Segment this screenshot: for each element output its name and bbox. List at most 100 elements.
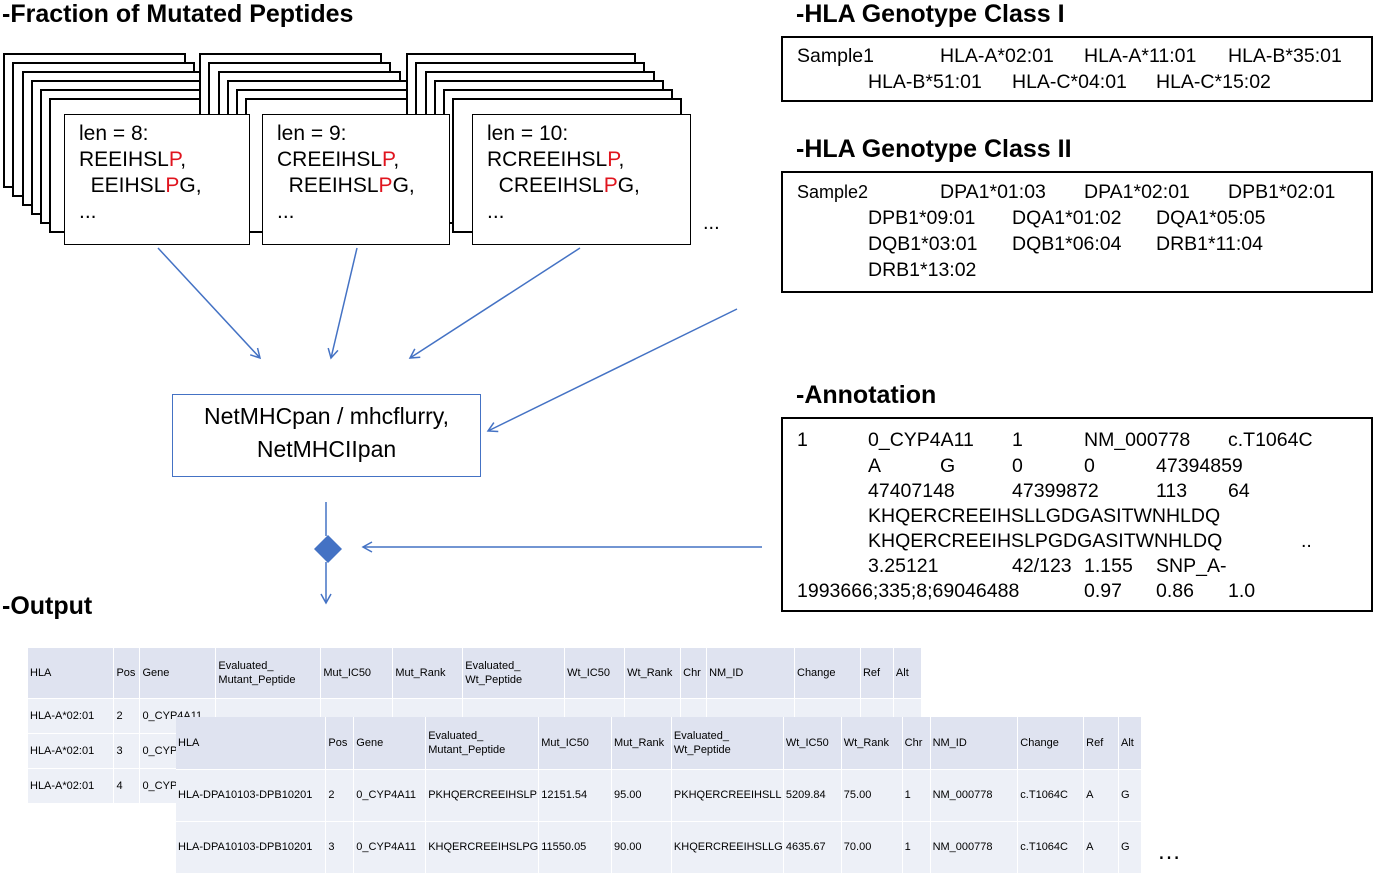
hla-class2-box: Sample2 DPA1*01:03 DPA1*02:01 DPB1*02:01… (781, 171, 1373, 293)
table-cell: 1 (902, 821, 931, 874)
column-header: Change (1017, 717, 1085, 770)
column-header: Mut_IC50 (538, 717, 612, 770)
column-header: Evaluated_ Wt_Peptide (671, 717, 784, 770)
table-cell: 70.00 (841, 821, 903, 874)
arrow-len9-to-tool (327, 247, 358, 360)
table-cell: G (1118, 769, 1143, 822)
wt-sequence: KHQERCREEIHSLLGDGASITWNHLDQ (868, 505, 1221, 527)
hla-allele: HLA-B*35:01 (1228, 45, 1342, 67)
table-cell: 4635.67 (783, 821, 842, 874)
hla-class2-title: -HLA Genotype Class II (796, 135, 1072, 163)
peptide-card-len9: len = 9: CREEIHSLP, REEIHSLPG, ... (262, 114, 450, 245)
annotation-field: 113 (1156, 480, 1188, 502)
table-cell: 5209.84 (783, 769, 842, 822)
arrow-len10-to-tool (408, 247, 581, 359)
annotation-field: 0_CYP4A11 (868, 429, 974, 451)
annotation-field: 47399872 (1012, 480, 1099, 502)
table-cell: 0_CYP4A11 (353, 769, 427, 822)
table-cell: G (1118, 821, 1143, 874)
table-cell: HLA-A*02:01 (28, 698, 115, 734)
annotation-field: 0 (1084, 455, 1095, 477)
column-header: Alt (1118, 717, 1143, 770)
column-header: Mut_Rank (611, 717, 672, 770)
annotation-field: 42/123 (1012, 555, 1072, 577)
hla-allele: HLA-C*15:02 (1156, 71, 1271, 93)
hla-allele: DRB1*11:04 (1156, 233, 1263, 255)
column-header: Wt_IC50 (783, 717, 842, 770)
column-header: Wt_Rank (624, 648, 682, 699)
table-cell: 75.00 (841, 769, 903, 822)
table-cell: 3 (325, 821, 355, 874)
prediction-tool-box: NetMHCpan / mhcflurry, NetMHCIIpan (172, 394, 481, 477)
annotation-field: c.T1064C (1228, 429, 1313, 451)
table-header-row: HLA Pos Gene Evaluated_ Mutant_Peptide M… (176, 717, 1143, 770)
column-header: NM_ID (706, 648, 795, 699)
hla-allele: HLA-C*04:01 (1012, 71, 1127, 93)
column-header: Evaluated_ Mutant_Peptide (425, 717, 540, 770)
annotation-field: 1.155 (1084, 555, 1133, 577)
table-cell: 2 (325, 769, 355, 822)
table-cell: 0_CYP4A11 (353, 821, 427, 874)
annotation-field: 3.25121 (868, 555, 939, 577)
table-cell: KHQERCREEIHSLPG (425, 821, 540, 874)
table-cell: A (1083, 821, 1119, 874)
hla-allele: DQA1*05:05 (1156, 207, 1266, 229)
table-cell: KHQERCREEIHSLLG (671, 821, 784, 874)
output-title: -Output (2, 592, 93, 620)
column-header: NM_ID (930, 717, 1019, 770)
table-cell: 4 (113, 768, 141, 804)
column-header: Ref (860, 648, 894, 699)
table-header-row: HLA Pos Gene Evaluated_ Mutant_Peptide M… (28, 648, 923, 699)
hla-allele: DPB1*09:01 (868, 207, 976, 229)
fraction-title: -Fraction of Mutated Peptides (2, 0, 354, 28)
table-cell: NM_000778 (930, 769, 1019, 822)
table-cell: PKHQERCREEIHSLP (425, 769, 540, 822)
table-cell: 95.00 (611, 769, 672, 822)
table-cell: A (1083, 769, 1119, 822)
column-header: Alt (893, 648, 923, 699)
column-header: Ref (1083, 717, 1119, 770)
annotation-field: 0.86 (1156, 580, 1194, 602)
column-header: Pos (325, 717, 355, 770)
column-header: HLA (28, 648, 115, 699)
column-header: Evaluated_ Mutant_Peptide (215, 648, 322, 699)
hla-class1-box: Sample1 HLA-A*02:01 HLA-A*11:01 HLA-B*35… (781, 36, 1373, 102)
table-cell: NM_000778 (930, 821, 1019, 874)
table-cell: 12151.54 (538, 769, 612, 822)
annotation-field: 0 (1012, 455, 1023, 477)
hla-allele: HLA-A*02:01 (940, 45, 1054, 67)
column-header: Gene (139, 648, 217, 699)
column-header: Pos (113, 648, 141, 699)
table-cell: 11550.05 (538, 821, 612, 874)
annotation-ellipsis: .. (1301, 530, 1312, 552)
annotation-field: A (868, 455, 882, 477)
table-cell: HLA-A*02:01 (28, 768, 115, 804)
hla-allele: HLA-A*11:01 (1084, 45, 1197, 67)
merge-diamond (314, 535, 342, 563)
hla-allele: DPA1*01:03 (940, 181, 1046, 203)
annotation-field: 64 (1228, 480, 1250, 502)
table-cell: 90.00 (611, 821, 672, 874)
table-row: HLA-DPA10103-DPB10201 3 0_CYP4A11 KHQERC… (176, 821, 1143, 874)
hla-class1-title: -HLA Genotype Class I (796, 0, 1065, 28)
mut-sequence: KHQERCREEIHSLPGDGASITWNHLDQ (868, 530, 1223, 552)
output-ellipsis: … (1157, 838, 1181, 865)
annotation-field: 1.0 (1228, 580, 1256, 602)
table-cell: HLA-DPA10103-DPB10201 (176, 769, 327, 822)
hla-allele: DQB1*03:01 (868, 233, 978, 255)
table-cell: HLA-DPA10103-DPB10201 (176, 821, 327, 874)
peptide-card-len10: len = 10: RCREEIHSLP, CREEIHSLPG, ... (472, 114, 691, 245)
annotation-title: -Annotation (796, 381, 937, 409)
column-header: Gene (353, 717, 427, 770)
table-cell: c.T1064C (1017, 821, 1085, 874)
annotation-field: NM_000778 (1084, 429, 1191, 451)
tool-line2: NetMHCIIpan (256, 436, 397, 462)
annotation-field: SNP_A- (1156, 555, 1227, 577)
class2-sample: Sample2 (797, 182, 869, 202)
hla-allele: DRB1*13:02 (868, 259, 977, 281)
annotation-field: G (940, 455, 956, 477)
hla-allele: DPA1*02:01 (1084, 181, 1190, 203)
table-row: HLA-DPA10103-DPB10201 2 0_CYP4A11 PKHQER… (176, 769, 1143, 822)
hla-allele: HLA-B*51:01 (868, 71, 982, 93)
